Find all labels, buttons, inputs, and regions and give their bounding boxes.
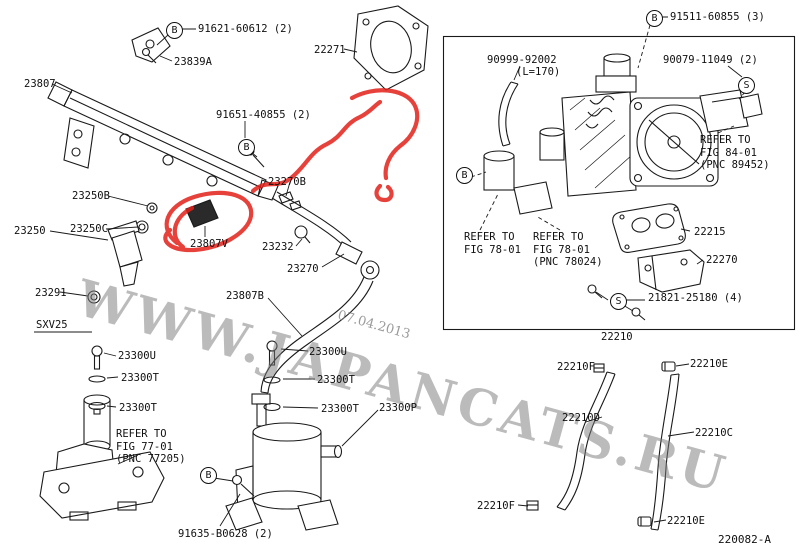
refer-note-fig-78-01-b: REFER TO FIG 78-01 (PNC 78024) [533, 231, 603, 269]
clamp-22210f-top [593, 363, 605, 373]
part-label-23807b: 23807B [226, 290, 264, 302]
fastener-symbol-b-91621: B [166, 22, 183, 39]
part-label-22215: 22215 [694, 226, 726, 238]
part-label-91651: 91651-40855 (2) [216, 109, 311, 121]
part-label-23291: 23291 [35, 287, 67, 299]
part-label-23250c: 23250C [70, 223, 108, 235]
part-label-23270: 23270 [287, 263, 319, 275]
fuel-pipe-23270 [271, 191, 380, 280]
bracket-23839a [131, 27, 171, 64]
fuel-filter-23300p [225, 393, 343, 531]
fastener-symbol-b-box: B [456, 167, 473, 184]
part-label-23807: 23807 [24, 78, 56, 90]
part-label-23250b: 23250B [72, 190, 110, 202]
part-label-23300p: 23300P [379, 402, 417, 414]
part-label-23232: 23232 [262, 241, 294, 253]
fastener-symbol-s-90079: S [738, 77, 755, 94]
bolt-stack-right [263, 340, 281, 412]
hose-22210c [650, 373, 680, 531]
part-label-90999-length: (L=170) [516, 66, 561, 78]
part-label-23250: 23250 [14, 225, 46, 237]
throttle-box-border [442, 35, 796, 331]
refer-note-fig-84-01: REFER TO FIG 84-01 (PNC 89452) [700, 134, 770, 172]
leader-lines-solid [49, 16, 743, 527]
part-label-22210: 22210 [601, 331, 633, 343]
fastener-symbol-s-21821: S [610, 293, 627, 310]
fuel-rail-23807 [47, 81, 279, 201]
injector-23250 [87, 202, 158, 304]
part-label-91635: 91635-B0628 (2) [178, 528, 273, 540]
gasket-22271 [353, 5, 429, 91]
part-label-23300t-left1: 23300T [121, 372, 159, 384]
bolt-stack-left [88, 345, 106, 415]
line-art-group [34, 5, 796, 531]
clamp-22210e-top [661, 361, 676, 372]
clamp-22210e-bottom [637, 516, 652, 527]
part-label-22271: 22271 [314, 44, 346, 56]
part-label-91621: 91621-60612 (2) [198, 23, 293, 35]
damper-23807v [185, 199, 219, 228]
part-label-22210c: 22210C [695, 427, 733, 439]
part-label-22210d: 22210D [562, 412, 600, 424]
leader-lines-dashed [470, 24, 746, 231]
mount-bracket-fig77 [39, 394, 165, 521]
bolt-91635 [231, 474, 255, 497]
part-label-23300t-left2: 23300T [119, 402, 157, 414]
model-code-sxv25: SXV25 [36, 319, 68, 331]
red-pen-annotation [163, 88, 420, 253]
fastener-symbol-b-91511: B [646, 10, 663, 27]
fastener-symbol-b-91635: B [200, 467, 217, 484]
part-label-23300u-left: 23300U [118, 350, 156, 362]
throttle-body-22210 [483, 53, 763, 215]
part-label-90999: 90999-92002 [487, 54, 557, 66]
gasket-22215 [612, 203, 686, 253]
part-label-23300t-right1: 23300T [317, 374, 355, 386]
part-label-21821: 21821-25180 (4) [648, 292, 743, 304]
part-label-22210e-bottom: 22210E [667, 515, 705, 527]
part-label-90079: 90079-11049 (2) [663, 54, 758, 66]
part-label-23270b: 23270B [268, 176, 306, 188]
part-label-23807v: 23807V [190, 238, 228, 250]
diagram-number: 220082-A [718, 533, 771, 546]
part-label-22210e-top: 22210E [690, 358, 728, 370]
part-label-22210f-bottom: 22210F [477, 500, 515, 512]
hose-22210d [556, 371, 616, 511]
part-label-23300t-right2: 23300T [321, 403, 359, 415]
part-label-23839a: 23839A [174, 56, 212, 68]
part-label-91511: 91511-60855 (3) [670, 11, 765, 23]
hose-90999 [498, 81, 519, 147]
part-label-23300u-right: 23300U [309, 346, 347, 358]
fastener-symbol-b-91651: B [238, 139, 255, 156]
refer-note-fig-78-01-a: REFER TO FIG 78-01 [464, 231, 521, 256]
refer-note-fig-77-01: REFER TO FIG 77-01 (PNC 77205) [116, 428, 186, 466]
clamp-22210f-bottom [526, 500, 539, 511]
bracket-22270 [637, 249, 705, 293]
part-label-22210f-top: 22210F [557, 361, 595, 373]
part-label-22270: 22270 [706, 254, 738, 266]
screws-21821 [587, 284, 646, 321]
